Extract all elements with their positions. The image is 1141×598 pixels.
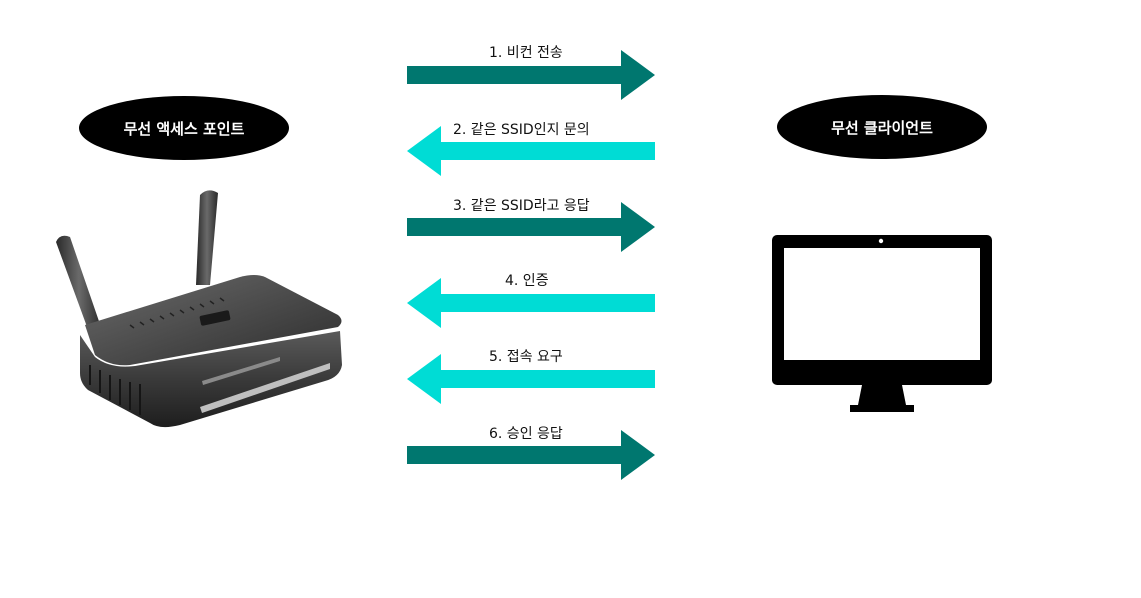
wifi-router-icon (56, 190, 342, 428)
step-1-label: 1. 비컨 전송 (489, 45, 563, 61)
access-point-label-text: 무선 액세스 포인트 (123, 119, 245, 138)
step-6-label: 6. 승인 응답 (489, 426, 563, 442)
step-3-label: 3. 같은 SSID라고 응답 (453, 198, 590, 214)
step-3-arrow-right (407, 202, 655, 252)
step-5-arrow-left (407, 354, 655, 404)
step-1-arrow-right (407, 50, 655, 100)
step-2-arrow-left (407, 126, 655, 176)
step-6-arrow-right (407, 430, 655, 480)
access-point-label: 무선 액세스 포인트 (79, 96, 289, 160)
client-label-text: 무선 클라이언트 (831, 118, 933, 137)
monitor-icon (772, 235, 992, 412)
client-label: 무선 클라이언트 (777, 95, 987, 159)
step-2-label: 2. 같은 SSID인지 문의 (453, 122, 590, 138)
step-5-label: 5. 접속 요구 (489, 349, 563, 365)
step-4-label: 4. 인증 (505, 273, 549, 289)
step-4-arrow-left (407, 278, 655, 328)
